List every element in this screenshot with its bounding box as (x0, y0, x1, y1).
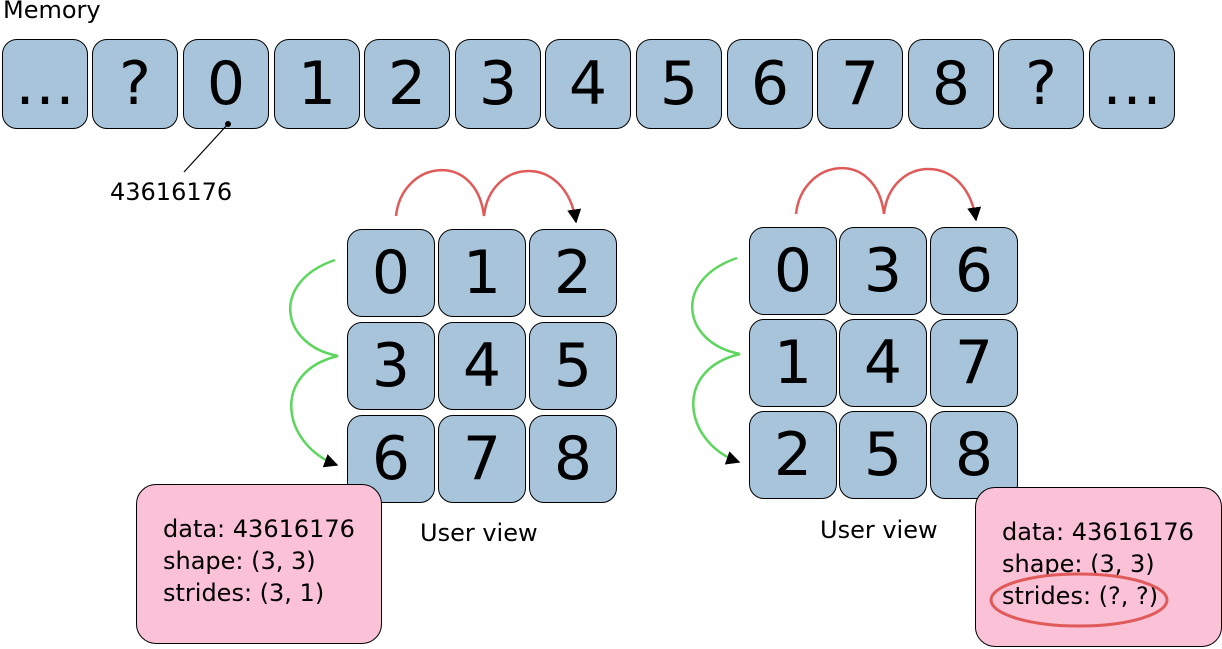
grid-cell: 5 (839, 411, 927, 499)
grid-cell: 3 (347, 322, 435, 410)
memory-cell: ? (998, 39, 1084, 129)
row-stride-arrow (794, 166, 982, 222)
grid-cell: 4 (438, 322, 526, 410)
grid-cell: 8 (930, 411, 1018, 499)
info-strides: strides: (3, 1) (163, 579, 325, 607)
memory-cell: … (1089, 39, 1175, 129)
address-label: 43616176 (110, 178, 233, 206)
grid-cell: 7 (438, 415, 526, 503)
grid-cell: 8 (529, 415, 617, 503)
memory-cell: 7 (817, 39, 903, 129)
column-stride-arrow (289, 258, 339, 468)
memory-cell: 3 (455, 39, 541, 129)
info-data: data: 43616176 (1002, 518, 1194, 546)
info-shape: shape: (3, 3) (163, 547, 316, 575)
array-info-box-left: data: 43616176 shape: (3, 3) strides: (3… (136, 484, 382, 644)
strides-highlight-ellipse (989, 572, 1169, 628)
address-pointer-line (183, 123, 229, 173)
memory-cell: 8 (908, 39, 994, 129)
grid-cell: 1 (438, 229, 526, 317)
info-data: data: 43616176 (163, 515, 355, 543)
address-pointer-dot (225, 121, 231, 127)
info-strides: strides: (?, ?) (1002, 582, 1159, 610)
grid-cell: 2 (749, 411, 837, 499)
memory-cell: 2 (364, 39, 450, 129)
memory-cell: 5 (636, 39, 722, 129)
grid-cell: 0 (749, 227, 837, 315)
grid-cell: 6 (930, 227, 1018, 315)
memory-title: Memory (3, 0, 101, 24)
array-info-box-right: data: 43616176 shape: (3, 3) strides: (?… (975, 487, 1222, 647)
memory-cell: 6 (727, 39, 813, 129)
grid-cell: 1 (749, 319, 837, 407)
memory-cell: ? (92, 39, 178, 129)
grid-cell: 2 (529, 229, 617, 317)
memory-cell: 0 (183, 39, 269, 129)
memory-cell: … (2, 39, 88, 129)
grid-cell: 7 (930, 319, 1018, 407)
column-stride-arrow (691, 256, 741, 465)
grid-cell: 5 (529, 322, 617, 410)
grid-cell: 3 (839, 227, 927, 315)
row-stride-arrow (394, 168, 582, 224)
user-view-caption-right: User view (820, 516, 938, 544)
grid-cell: 0 (347, 229, 435, 317)
user-view-caption-left: User view (420, 519, 538, 547)
memory-cell: 1 (274, 39, 360, 129)
memory-cell: 4 (545, 39, 631, 129)
grid-cell: 4 (839, 319, 927, 407)
